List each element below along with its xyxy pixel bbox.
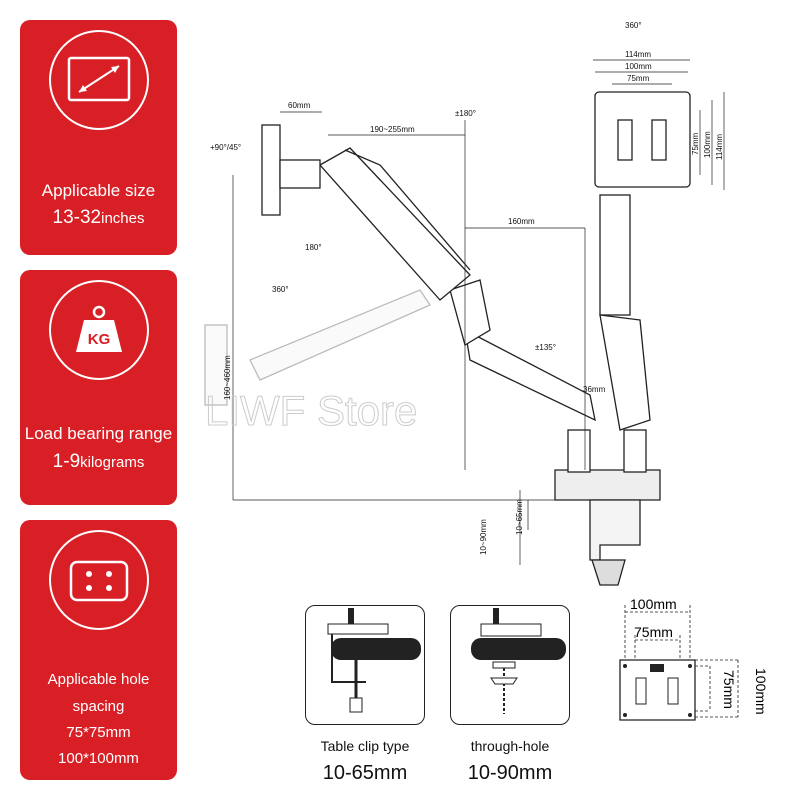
vdim-114: 114mm <box>715 134 724 160</box>
hole-card: Applicable hole spacing 75*75mm 100*100m… <box>20 520 177 780</box>
table-clip-box <box>305 605 425 725</box>
dim-36: 36mm <box>583 385 606 394</box>
load-label: Load bearing range <box>24 424 173 443</box>
through-hole-box <box>450 605 570 725</box>
vdim-100: 100mm <box>703 131 712 158</box>
rot360-b: 360° <box>272 285 289 294</box>
table-clip-range: 10-65mm <box>322 762 408 784</box>
table-clip-icon <box>327 608 421 713</box>
clamp-90: 10~90mm <box>479 519 488 555</box>
vesa-h75: 75mm <box>721 670 737 709</box>
clamp-65: 10~65mm <box>515 499 524 535</box>
dim-160: 160mm <box>508 217 535 226</box>
through-hole-name: through-hole <box>470 738 550 754</box>
load-unit: kilograms <box>80 454 145 471</box>
monitor-arm-diagram: 360° 114mm 100mm 75mm 75mm 100mm 114mm 6… <box>204 21 725 586</box>
weight-icon-label: KG <box>88 331 111 348</box>
vesa-w100: 100mm <box>630 596 677 612</box>
size-icon-circle <box>49 30 149 130</box>
rot180-b: 180° <box>305 243 322 252</box>
rot360-top: 360° <box>625 21 642 30</box>
watermark: LIWF Store <box>205 387 417 434</box>
size-value-line: 13-32inches <box>20 206 177 230</box>
vdim-75: 75mm <box>691 132 700 155</box>
load-value-line: 1-9kilograms <box>20 450 177 474</box>
height-label: 160~460mm <box>223 355 232 400</box>
vesa-w75: 75mm <box>634 624 673 640</box>
table-clip-name: Table clip type <box>320 738 410 754</box>
hole-icon-circle <box>49 530 149 630</box>
tilt-label: +90°/45° <box>210 143 241 152</box>
load-card: KG Load bearing range 1-9kilograms <box>20 270 177 505</box>
size-label: Applicable size <box>41 181 156 200</box>
hole-size-2: 100*100mm <box>58 750 139 767</box>
screen-size-icon <box>67 56 131 102</box>
hole-label-2: spacing <box>72 698 125 715</box>
size-card: Applicable size 13-32inches <box>20 20 177 255</box>
vesa-plate-diagram: 100mm 75mm 75mm 100mm <box>619 596 769 721</box>
vesa-h100: 100mm <box>753 668 769 715</box>
size-value: 13-32 <box>52 207 102 228</box>
dim-100: 100mm <box>625 62 652 71</box>
dim-114: 114mm <box>625 50 651 59</box>
rot180-a: ±180° <box>455 109 476 118</box>
through-hole-icon <box>471 608 566 714</box>
hole-label-1: Applicable hole <box>47 671 150 688</box>
weight-icon: KG <box>76 305 122 352</box>
size-unit: inches <box>101 210 145 227</box>
dim-60: 60mm <box>288 101 311 110</box>
through-hole-range: 10-90mm <box>467 762 553 784</box>
load-icon-circle: KG <box>49 280 149 380</box>
rot135-label: ±135° <box>535 343 556 352</box>
load-value: 1-9 <box>52 451 81 472</box>
vesa-holes-icon <box>69 560 129 602</box>
hole-size-1: 75*75mm <box>66 724 131 741</box>
reach-label: 190~255mm <box>370 125 415 134</box>
dim-75: 75mm <box>627 74 650 83</box>
